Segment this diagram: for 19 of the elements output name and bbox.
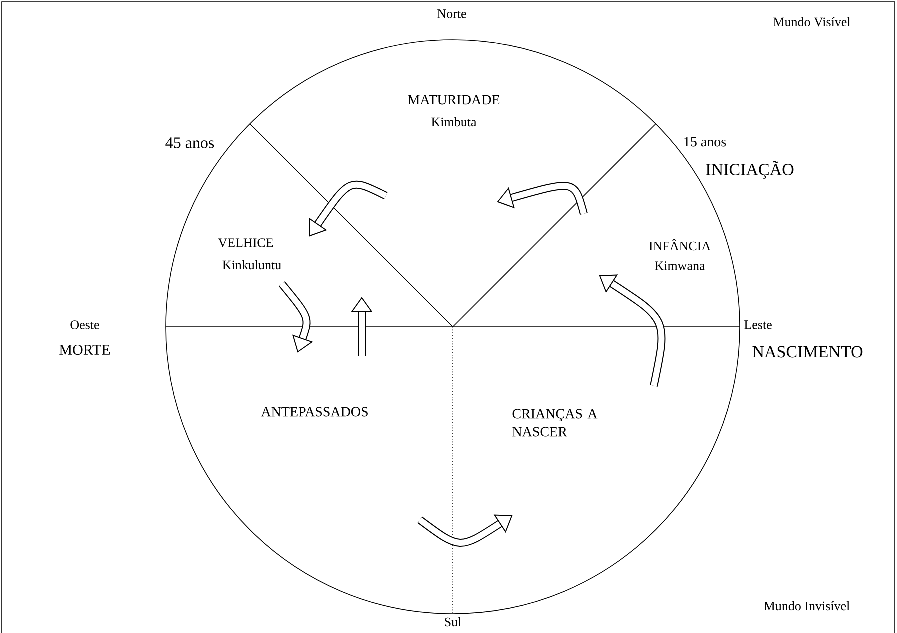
label: INFÂNCIA	[649, 239, 711, 251]
label: MORTE	[60, 344, 110, 356]
label: CRIANÇAS A NASCER	[512, 409, 598, 437]
label: Mundo Invisível	[764, 601, 850, 611]
label: VELHICE	[218, 238, 274, 248]
label: ANTEPASSADOS	[261, 407, 368, 417]
label: Mundo Visível	[774, 17, 851, 27]
label: NASCIMENTO	[752, 346, 863, 358]
label: Norte	[438, 10, 466, 18]
label: 15 anos	[684, 137, 726, 147]
label: Oeste	[70, 320, 100, 330]
label: INICIAÇÃO	[706, 161, 794, 179]
label: Sul	[445, 617, 462, 627]
label: Kimwana	[655, 262, 706, 270]
label: Leste	[744, 320, 772, 330]
label: Kinkuluntu	[222, 260, 282, 270]
label: MATURIDADE	[408, 95, 500, 105]
label: 45 anos	[166, 138, 214, 148]
label: Kimbuta	[432, 117, 477, 127]
